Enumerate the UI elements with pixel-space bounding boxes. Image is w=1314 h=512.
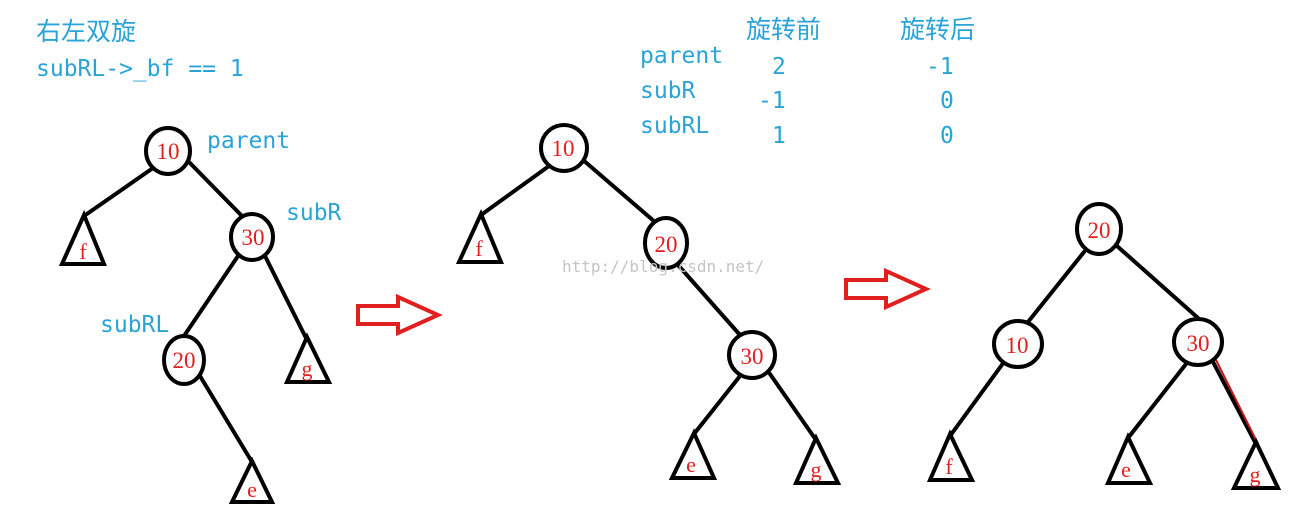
subtree-g <box>1230 437 1282 490</box>
edge-30-g <box>1210 358 1258 446</box>
node-20-label: 20 <box>655 232 678 257</box>
bf-row-subrl-after: 0 <box>940 123 954 149</box>
node-30 <box>229 212 275 262</box>
subtree-f-label: f <box>945 454 953 479</box>
node-20-label: 20 <box>173 348 196 373</box>
subtree-e-label: e <box>1121 457 1131 482</box>
bf-row-subrl-before: 1 <box>772 123 786 149</box>
node-10-label: 10 <box>157 139 180 164</box>
subtree-f <box>926 429 976 482</box>
subtree-g-label: g <box>811 457 822 482</box>
subtree-f-label: f <box>79 239 87 264</box>
edge-30-g-highlight <box>1215 359 1259 445</box>
diagram-title: 右左双旋 <box>36 17 136 46</box>
arrow-right-2 <box>844 267 931 311</box>
subtree-e-label: e <box>686 452 696 477</box>
edge-10-f <box>479 164 551 217</box>
subtree-f-label: f <box>475 236 483 261</box>
condition-text: subRL->_bf == 1 <box>36 56 244 82</box>
subtree-f <box>455 209 504 264</box>
bf-row-subr-before: -1 <box>758 88 786 114</box>
bf-table: 旋转前 旋转后 parent 2 -1 subR -1 0 subRL 1 0 <box>640 15 975 149</box>
subtree-e <box>668 428 718 480</box>
bf-col-after: 旋转后 <box>900 15 975 44</box>
tree-after: 20 10 30 f e g <box>926 202 1282 490</box>
edge-30-20 <box>182 254 240 338</box>
node-10-label: 10 <box>552 136 575 161</box>
edge-20-30 <box>676 263 742 337</box>
edge-30-e <box>692 374 742 436</box>
edge-10-30 <box>185 158 243 217</box>
tree-before: 10 30 20 f g e parent subR subRL <box>58 126 342 504</box>
bf-row-subrl-name: subRL <box>640 113 709 139</box>
node-20 <box>643 216 689 270</box>
subtree-e <box>1104 432 1154 485</box>
edge-10-f <box>82 166 155 218</box>
watermark: http://blog.csdn.net/ <box>562 257 764 276</box>
subtree-g-label: g <box>1250 462 1261 487</box>
edge-20-10 <box>1026 250 1086 324</box>
node-20 <box>1075 202 1123 256</box>
label-parent: parent <box>207 128 290 154</box>
node-20 <box>162 334 206 386</box>
bf-row-subr-name: subR <box>640 78 696 104</box>
node-30-label: 30 <box>1187 331 1210 356</box>
tree-middle: 10 20 30 f e g <box>455 123 842 485</box>
node-10 <box>539 123 589 173</box>
bf-col-before: 旋转前 <box>746 15 821 44</box>
bf-row-parent-before: 2 <box>772 54 786 80</box>
subtree-g <box>792 433 842 485</box>
bf-row-subr-after: 0 <box>940 88 954 114</box>
edge-30-g <box>263 254 309 342</box>
subtree-e <box>228 456 276 504</box>
node-10 <box>144 126 192 176</box>
node-10 <box>992 319 1044 369</box>
node-30 <box>1172 317 1224 367</box>
edge-30-e <box>1126 362 1188 440</box>
edge-20-30 <box>1115 244 1200 320</box>
node-20-label: 20 <box>1088 218 1111 243</box>
edge-30-g <box>768 372 818 442</box>
node-30 <box>727 330 777 380</box>
edge-20-e <box>198 374 254 464</box>
subtree-g-label: g <box>302 356 313 381</box>
arrow-right-1 <box>356 293 443 337</box>
subtree-f <box>58 209 107 266</box>
node-30-label: 30 <box>242 225 265 250</box>
edge-10-20 <box>581 158 657 224</box>
node-30-label: 30 <box>741 344 764 369</box>
node-10-label: 10 <box>1006 333 1029 358</box>
subtree-e-label: e <box>247 477 257 502</box>
bf-row-parent-after: -1 <box>926 54 954 80</box>
edge-10-f <box>948 360 1006 438</box>
label-subrl: subRL <box>100 312 169 338</box>
label-subr: subR <box>286 200 342 226</box>
subtree-g <box>283 332 333 384</box>
bf-row-parent-name: parent <box>640 43 723 69</box>
